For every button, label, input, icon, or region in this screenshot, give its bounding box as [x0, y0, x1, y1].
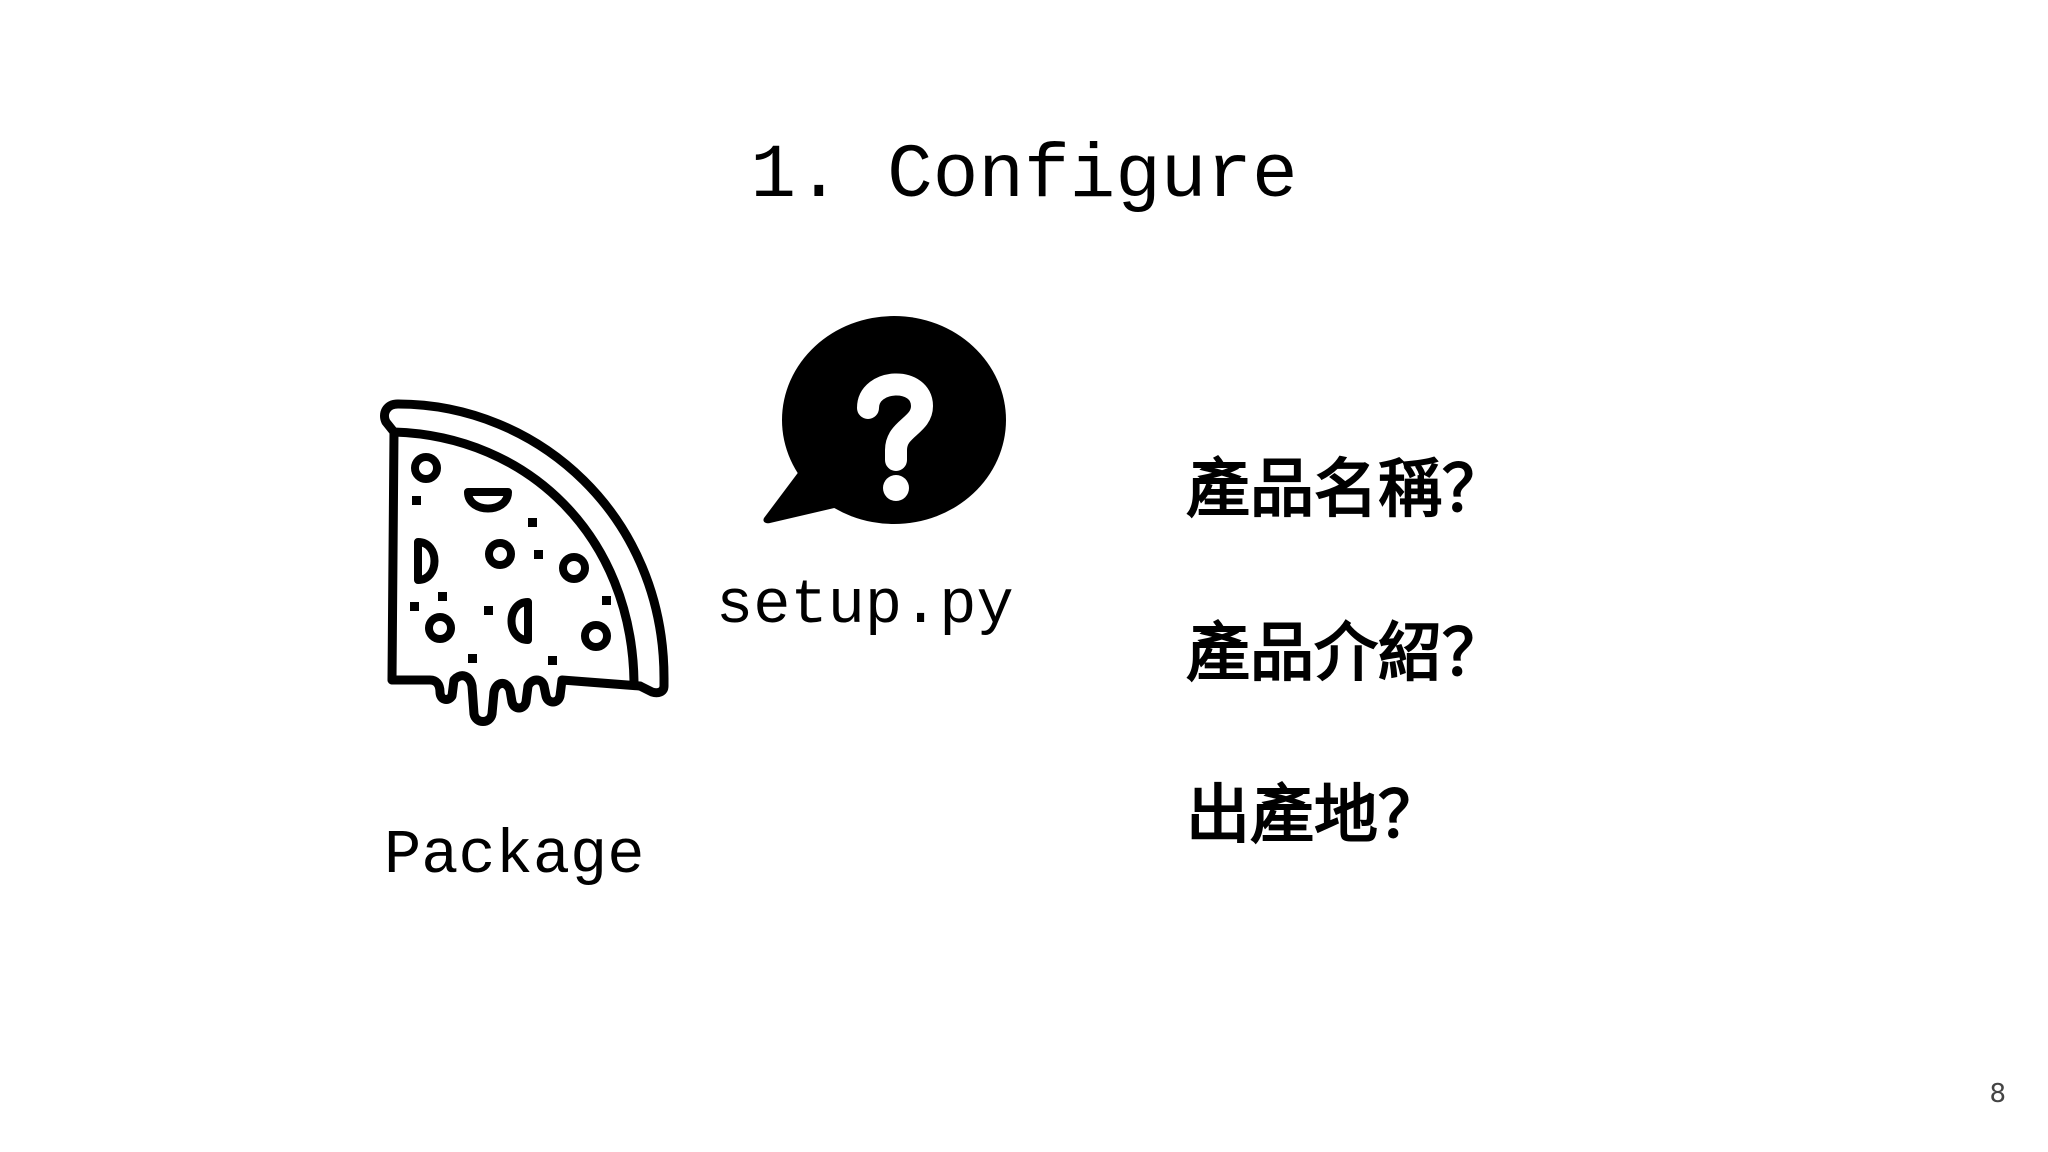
page-number: 8: [1989, 1079, 2006, 1109]
setup-py-label: setup.py: [716, 570, 1014, 641]
slide-title: 1. Configure: [750, 133, 1298, 219]
question-speech-bubble-icon: [763, 316, 1006, 524]
package-label: Package: [384, 820, 645, 891]
pizza-slice-icon: [380, 399, 669, 726]
question-origin: 出產地？: [1186, 779, 1442, 853]
question-product-name: 產品名稱？: [1186, 453, 1506, 527]
question-product-description: 產品介紹？: [1186, 617, 1506, 691]
